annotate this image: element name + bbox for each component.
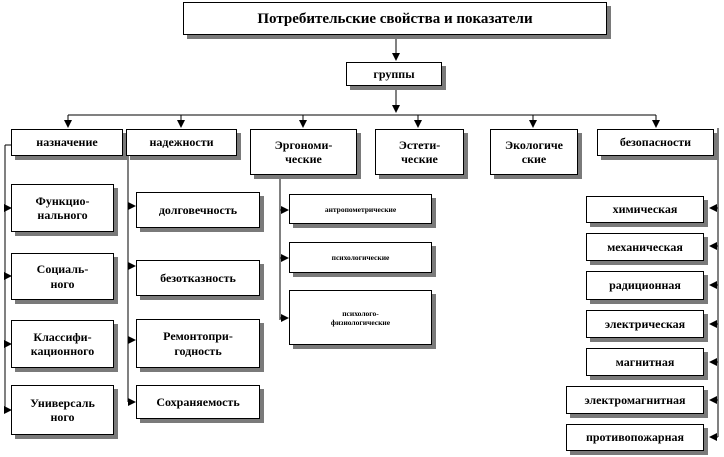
ergonomic-item-psychological: психологические <box>289 242 432 273</box>
safety-item-label: химическая <box>612 202 678 217</box>
purpose-item-classification: Классифи- кационного <box>11 320 114 368</box>
ergonomic-item-label: психолого- физиологические <box>330 308 391 327</box>
safety-item-label: электромагнитная <box>584 392 686 407</box>
purpose-item-label: Функцио- нального <box>35 193 90 222</box>
ergonomic-item-psychophysiological: психолого- физиологические <box>289 290 432 345</box>
purpose-item-functional: Функцио- нального <box>11 184 114 232</box>
group-reliability-label: надежности <box>149 135 214 150</box>
safety-item-radiation: радиционная <box>586 271 704 300</box>
purpose-item-label: Классифи- кационного <box>30 329 95 358</box>
group-reliability: надежности <box>126 129 237 156</box>
reliability-item-label: Сохраняемость <box>156 394 240 409</box>
safety-item-magnetic: магнитная <box>586 348 704 376</box>
ergonomic-item-label: психологические <box>331 253 390 262</box>
group-safety: безопасности <box>597 129 714 156</box>
group-aesthetic: Эстети- ческие <box>375 129 464 175</box>
safety-item-label: противопожарная <box>585 430 685 445</box>
safety-item-electrical: электрическая <box>586 310 704 338</box>
groups-label: группы <box>373 66 415 81</box>
safety-item-label: радиционная <box>609 278 681 293</box>
root-title-node: Потребительские свойства и показатели <box>183 2 607 35</box>
group-purpose-label: назначение <box>36 135 98 150</box>
safety-item-label: электрическая <box>604 316 686 331</box>
safety-item-label: магнитная <box>615 354 675 369</box>
group-ecological-label: Экологиче ские <box>505 137 563 166</box>
ergonomic-item-anthropometric: антропометрические <box>289 194 432 224</box>
reliability-item-storability: Сохраняемость <box>136 385 260 419</box>
reliability-item-failsafe: безотказность <box>136 260 260 296</box>
root-title-text: Потребительские свойства и показатели <box>257 10 533 27</box>
group-purpose: назначение <box>11 129 123 156</box>
purpose-item-social: Социаль- ного <box>11 253 114 300</box>
groups-node: группы <box>346 62 442 86</box>
safety-item-electromagnetic: электромагнитная <box>566 386 704 414</box>
group-aesthetic-label: Эстети- ческие <box>398 137 441 166</box>
reliability-item-durability: долговечность <box>136 192 260 228</box>
group-ergonomic: Эргономи- ческие <box>250 129 357 175</box>
reliability-item-label: безотказность <box>160 270 236 285</box>
reliability-item-maintainability: Ремонтопри- годность <box>136 319 260 368</box>
safety-item-fire: противопожарная <box>566 424 704 451</box>
reliability-item-label: Ремонтопри- годность <box>163 329 233 358</box>
group-safety-label: безопасности <box>619 135 692 150</box>
reliability-item-label: долговечность <box>158 202 238 217</box>
safety-item-label: механическая <box>607 239 683 254</box>
group-ergonomic-label: Эргономи- ческие <box>274 137 333 166</box>
ergonomic-item-label: антропометрические <box>324 204 397 214</box>
purpose-item-universal: Универсаль ного <box>11 385 114 435</box>
purpose-item-label: Универсаль ного <box>30 395 95 424</box>
purpose-item-label: Социаль- ного <box>36 262 89 291</box>
safety-item-mechanical: механическая <box>586 233 704 261</box>
safety-item-chemical: химическая <box>586 196 704 223</box>
group-ecological: Экологиче ские <box>490 129 578 175</box>
